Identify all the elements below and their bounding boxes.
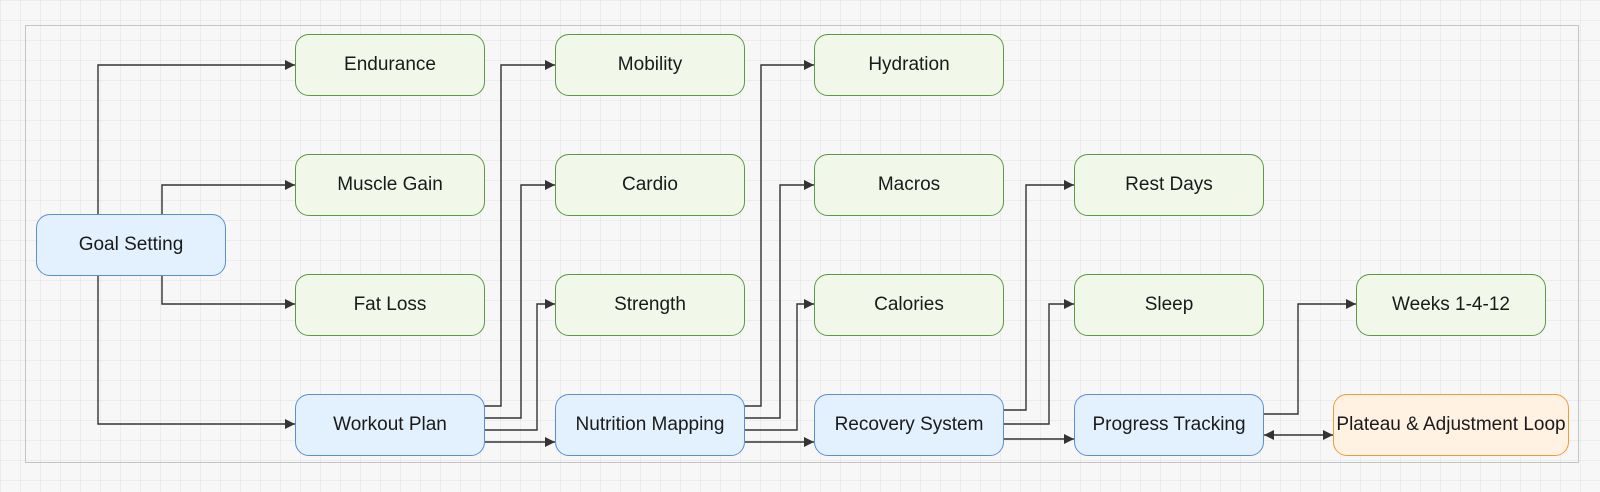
node-fat-loss[interactable]: Fat Loss	[295, 274, 485, 336]
node-progress-tracking[interactable]: Progress Tracking	[1074, 394, 1264, 456]
edge-goal-fat-loss	[161, 275, 295, 309]
edge-recovery-rest-days	[1004, 180, 1074, 411]
edge-nutrition-macros	[744, 180, 814, 419]
node-strength[interactable]: Strength	[555, 274, 745, 336]
node-muscle-gain[interactable]: Muscle Gain	[295, 154, 485, 216]
node-mobility[interactable]: Mobility	[555, 34, 745, 96]
edge-goal-muscle-gain	[161, 180, 295, 215]
edge-workout-strength	[484, 299, 555, 431]
node-workout-plan[interactable]: Workout Plan	[295, 394, 485, 456]
node-plateau-adjustment-loop[interactable]: Plateau & Adjustment Loop	[1333, 394, 1569, 456]
edge-goal-endurance	[97, 60, 295, 215]
edge-recovery-sleep	[1004, 299, 1074, 425]
edge-nutrition-calories	[744, 299, 814, 431]
node-recovery-system[interactable]: Recovery System	[814, 394, 1004, 456]
node-weeks-1-4-12[interactable]: Weeks 1-4-12	[1356, 274, 1546, 336]
diagram-frame	[25, 25, 1579, 463]
node-endurance[interactable]: Endurance	[295, 34, 485, 96]
edge-workout-mobility	[484, 60, 555, 407]
node-goal-setting[interactable]: Goal Setting	[36, 214, 226, 276]
edge-workout-cardio	[484, 180, 555, 419]
node-sleep[interactable]: Sleep	[1074, 274, 1264, 336]
node-hydration[interactable]: Hydration	[814, 34, 1004, 96]
node-rest-days[interactable]: Rest Days	[1074, 154, 1264, 216]
node-cardio[interactable]: Cardio	[555, 154, 745, 216]
edge-progress-weeks	[1264, 299, 1356, 415]
edge-goal-workout-plan	[97, 275, 295, 429]
node-macros[interactable]: Macros	[814, 154, 1004, 216]
edge-nutrition-hydration	[744, 60, 814, 407]
node-nutrition-mapping[interactable]: Nutrition Mapping	[555, 394, 745, 456]
node-calories[interactable]: Calories	[814, 274, 1004, 336]
